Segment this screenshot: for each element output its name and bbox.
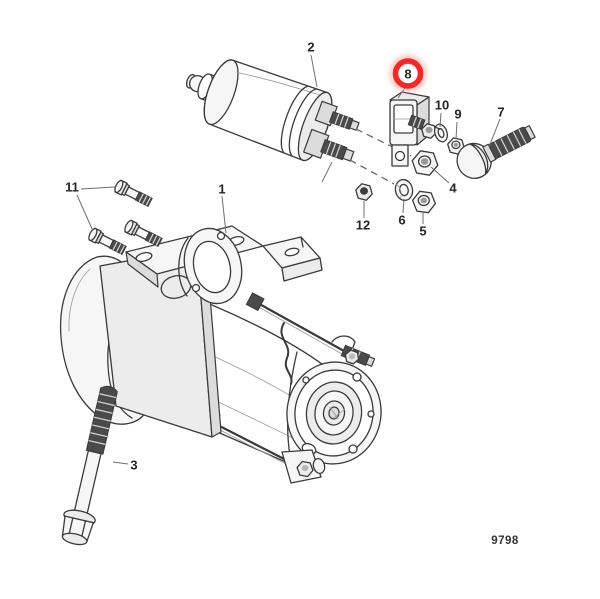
- callout-10[interactable]: 10: [435, 98, 449, 113]
- svg-text:2: 2: [307, 40, 314, 55]
- long-bolt-drawing: [61, 385, 118, 546]
- svg-text:10: 10: [435, 98, 449, 113]
- svg-text:3: 3: [130, 458, 137, 473]
- callout-7[interactable]: 7: [497, 105, 504, 120]
- callout-5[interactable]: 5: [419, 224, 426, 239]
- nut-4-drawing: [411, 150, 439, 176]
- callout-labels: 1 2 3 4 5 6 7 8 9 10 11 12: [65, 40, 504, 473]
- svg-text:4: 4: [449, 181, 457, 196]
- svg-text:12: 12: [356, 218, 370, 233]
- svg-text:7: 7: [497, 105, 504, 120]
- leader-lines: [76, 54, 501, 465]
- callout-9[interactable]: 9: [454, 107, 461, 122]
- screw-drawing: [456, 125, 536, 179]
- terminal-block-drawing: [389, 91, 437, 167]
- washer-6-drawing: [394, 178, 414, 202]
- callout-12[interactable]: 12: [356, 218, 370, 233]
- svg-text:1: 1: [218, 182, 225, 197]
- callout-2[interactable]: 2: [307, 40, 314, 55]
- nut-5-drawing: [411, 190, 437, 214]
- svg-text:5: 5: [419, 224, 426, 239]
- svg-text:8: 8: [404, 67, 411, 82]
- callout-3[interactable]: 3: [130, 458, 137, 473]
- callout-11[interactable]: 11: [65, 180, 79, 195]
- lock-washer-drawing: [434, 123, 448, 143]
- callout-1[interactable]: 1: [218, 182, 225, 197]
- highlight-ring: [392, 58, 424, 89]
- svg-text:9: 9: [454, 107, 461, 122]
- mount-bolts-drawing: [88, 179, 163, 256]
- svg-text:6: 6: [398, 213, 405, 228]
- callout-6[interactable]: 6: [398, 213, 405, 228]
- drawing-number: 9798: [491, 535, 519, 547]
- solenoid-drawing: [185, 59, 360, 162]
- svg-text:11: 11: [65, 180, 79, 195]
- callout-8-highlighted[interactable]: 8: [389, 54, 427, 93]
- callout-4[interactable]: 4: [449, 181, 457, 196]
- nut-12-drawing: [355, 183, 373, 201]
- starter-motor-drawing: [59, 225, 382, 484]
